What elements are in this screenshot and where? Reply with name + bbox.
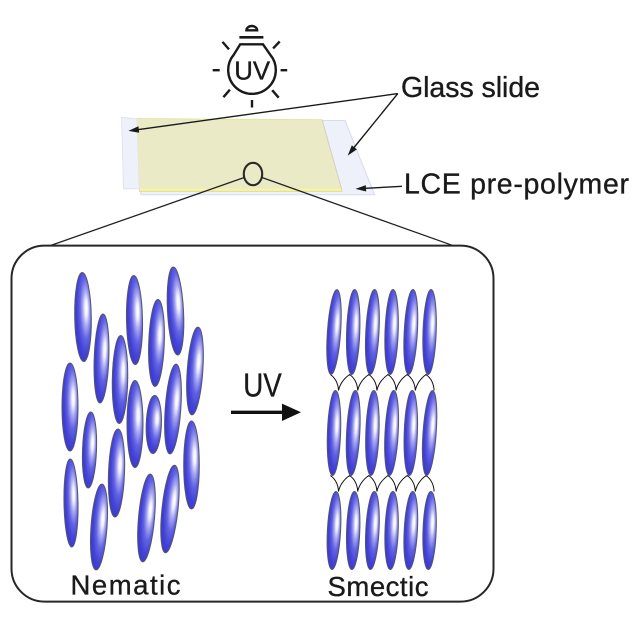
svg-text:Smectic: Smectic [328,571,429,602]
svg-text:Glass slide: Glass slide [401,72,540,104]
svg-text:UV: UV [243,367,282,404]
svg-text:LCE pre-polymer: LCE pre-polymer [404,168,630,200]
svg-text:UV: UV [234,58,271,86]
svg-text:Nematic: Nematic [71,570,181,601]
